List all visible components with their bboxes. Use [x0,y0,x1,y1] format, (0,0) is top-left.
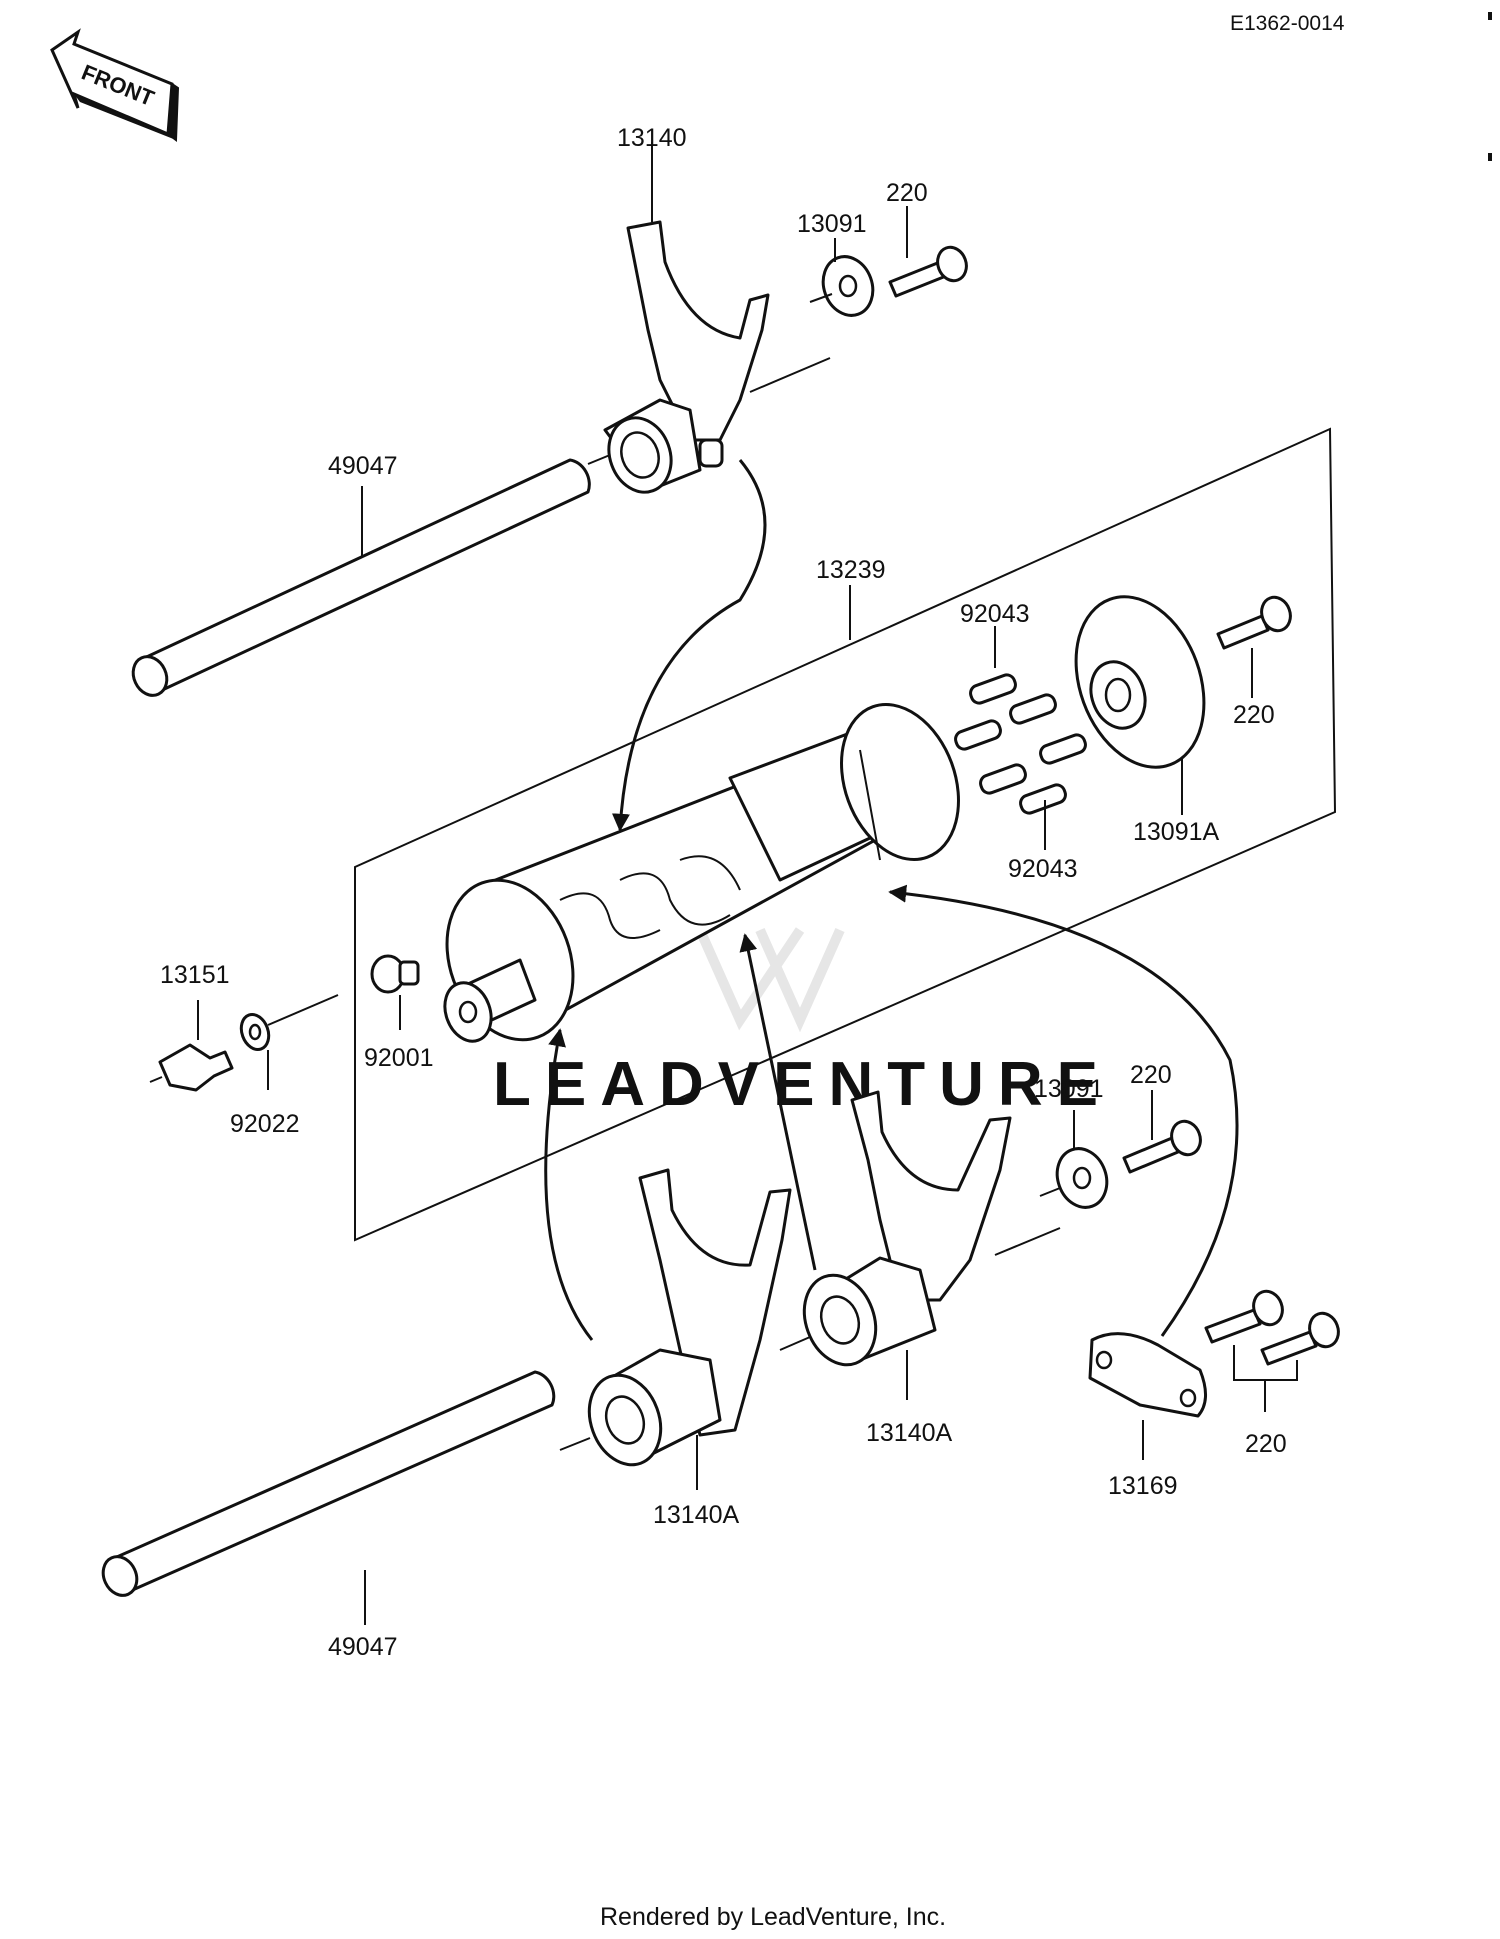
callout-bolts-stopper: 220 [1245,1430,1287,1458]
callout-stopper: 13169 [1108,1472,1178,1500]
shift-drum [443,703,960,1043]
callout-fork-mid: 13140A [866,1419,953,1447]
washer-mid [1055,1147,1109,1209]
shift-shaft-top [131,458,591,697]
neutral-switch [149,1043,234,1092]
shift-fork-low [587,1168,792,1467]
callout-pins-top: 92043 [960,600,1030,628]
bolts-stopper [1204,1289,1340,1366]
bolt-mid [1122,1119,1202,1174]
callout-shaft-top: 49047 [328,452,398,480]
bolt-top [888,245,968,298]
callout-bolt-top: 220 [886,179,928,207]
callout-washer-mid: 13091 [1034,1075,1104,1103]
plug [370,954,420,994]
watermark-logo [695,927,845,1033]
callout-fork-top: 13140 [617,124,687,152]
washer-top [821,255,875,317]
callout-shaft-bottom: 49047 [328,1633,398,1661]
callout-fork-low: 13140A [653,1501,740,1529]
shift-fork-top [603,220,770,494]
callout-drum: 13239 [816,556,886,584]
front-arrow-icon: FRONT [50,28,180,142]
watermark-text: LEADVENTURE [493,1050,1112,1119]
stopper-plate [1088,1332,1207,1418]
callout-washer-top: 13091 [797,210,867,238]
diagram-code: E1362-0014 [1230,12,1345,35]
pin-plate [1074,595,1206,769]
shift-fork-mid [802,1090,1012,1367]
drum-assembly-outline [354,427,1337,1242]
callout-bolt-plate: 220 [1233,701,1275,729]
callout-bolt-mid: 220 [1130,1061,1172,1089]
callout-switch: 13151 [160,961,230,989]
bolt-plate [1216,595,1292,650]
pins [954,673,1087,815]
shift-shaft-bottom [101,1370,556,1597]
callout-plate: 13091A [1133,818,1220,846]
callout-washer-switch: 92022 [230,1110,300,1138]
callout-plug: 92001 [364,1044,434,1072]
footer-credit: Rendered by LeadVenture, Inc. [600,1903,946,1931]
callout-pins-bottom: 92043 [1008,855,1078,883]
